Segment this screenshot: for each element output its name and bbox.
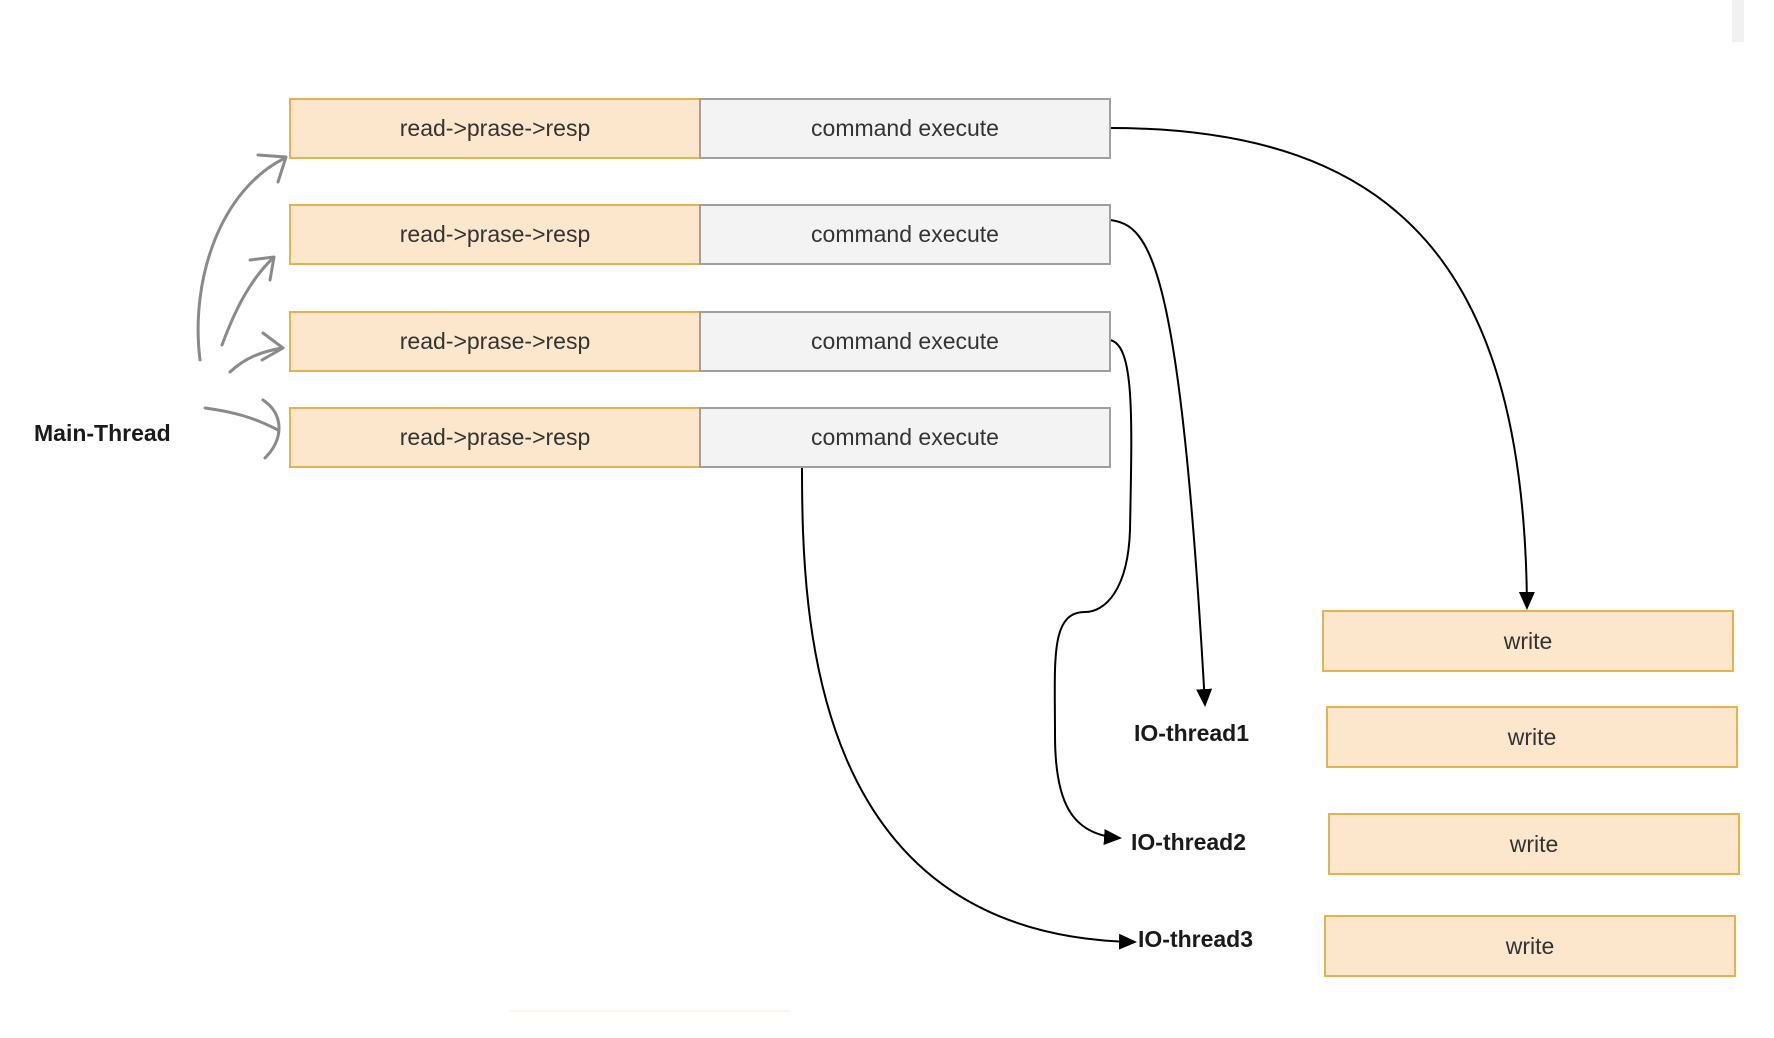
sketch-arrow-3-head <box>260 331 285 362</box>
command-execute-box-1: command execute <box>699 98 1111 159</box>
main-thread-label: Main-Thread <box>34 420 171 446</box>
command-execute-box-2: command execute <box>699 204 1111 265</box>
sketch-arrow-3 <box>228 346 284 374</box>
io-thread3-label: IO-thread3 <box>1138 926 1254 952</box>
main-thread-sketch-arrows <box>196 153 288 460</box>
arrow-row1-to-write1 <box>1109 127 1535 610</box>
read-parse-resp-box-3: read->prase->resp <box>289 311 701 372</box>
io-thread1-label: IO-thread1 <box>1134 720 1250 746</box>
command-execute-box-3: command execute <box>699 311 1111 372</box>
sketch-arrow-4 <box>203 406 280 432</box>
read-parse-resp-box-2: read->prase->resp <box>289 204 701 265</box>
write-box-4: write <box>1324 915 1736 977</box>
command-execute-box-4: command execute <box>699 407 1111 468</box>
scrollbar-stub <box>1732 0 1744 42</box>
write-box-2: write <box>1326 706 1738 768</box>
read-parse-resp-box-1: read->prase->resp <box>289 98 701 159</box>
sketch-arrow-2-head <box>248 255 276 282</box>
sketch-arrow-2 <box>220 256 275 347</box>
read-parse-resp-box-4: read->prase->resp <box>289 407 701 468</box>
write-box-1: write <box>1322 610 1734 672</box>
sketch-arrow-1 <box>196 156 287 362</box>
io-thread2-label: IO-thread2 <box>1131 829 1247 855</box>
arrow-row3-to-io-thread2 <box>1053 339 1133 846</box>
io-arrows <box>801 127 1535 950</box>
ghost-artifact <box>510 1010 790 1038</box>
sketch-arrow-1-head <box>256 153 288 184</box>
sketch-arrow-4-head <box>261 398 281 460</box>
arrow-row4-to-io-thread3 <box>801 465 1137 950</box>
write-box-3: write <box>1328 813 1740 875</box>
arrow-row2-to-io-thread1 <box>1109 219 1213 707</box>
